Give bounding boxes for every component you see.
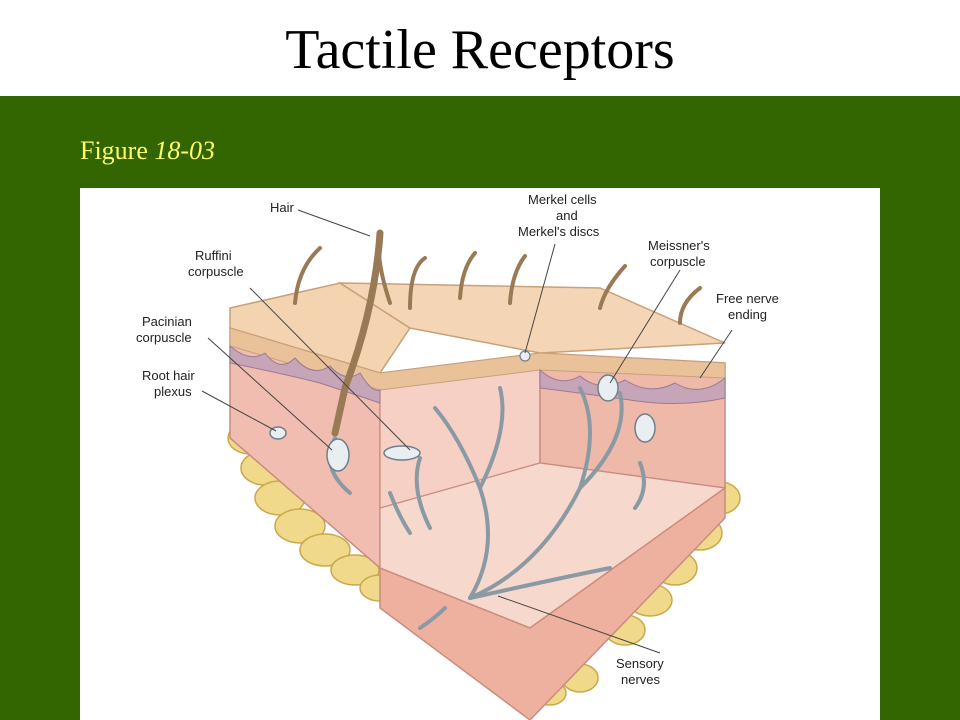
leader-lines <box>201 209 733 654</box>
hairs <box>293 231 702 325</box>
label-free-nerve-line2: ending <box>728 307 767 322</box>
dermis-front-face <box>379 486 726 720</box>
label-root-hair-line1: Root hair <box>142 368 195 383</box>
label-root-hair-line2: plexus <box>154 384 192 399</box>
label-hair: Hair <box>270 200 295 215</box>
label-ruffini-line2: corpuscle <box>188 264 244 279</box>
label-merkel-line3: Merkel's discs <box>518 224 600 239</box>
title-bar: Tactile Receptors <box>0 0 960 96</box>
epidermis-right-top <box>337 282 726 354</box>
meissner-corpuscle <box>597 374 619 402</box>
ruffini-corpuscle <box>383 445 421 461</box>
label-merkel-line1: Merkel cells <box>528 192 597 207</box>
figure-caption-prefix: Figure <box>80 136 148 165</box>
skin-illustration: Hair Ruffini corpuscle Pacinian corpuscl… <box>136 192 779 720</box>
pacinian-corpuscle <box>326 438 350 472</box>
hair-follicle <box>331 229 384 437</box>
label-pacinian-line1: Pacinian <box>142 314 192 329</box>
label-pacinian-line2: corpuscle <box>136 330 192 345</box>
label-meissner-line1: Meissner's <box>648 238 710 253</box>
figure-caption: Figure 18-03 <box>80 136 215 166</box>
epidermis-left-top <box>229 282 412 374</box>
skin-diagram: Hair Ruffini corpuscle Pacinian corpuscl… <box>80 188 880 720</box>
merkel-disc <box>519 350 531 362</box>
figure-caption-number: 18-03 <box>154 136 216 165</box>
slide-title: Tactile Receptors <box>285 19 675 81</box>
label-meissner-line2: corpuscle <box>650 254 706 269</box>
label-ruffini-line1: Ruffini <box>195 248 232 263</box>
label-free-nerve-line1: Free nerve <box>716 291 779 306</box>
meissner-corpuscle-2 <box>634 413 656 443</box>
label-merkel-line2: and <box>556 208 578 223</box>
label-sensory-line2: nerves <box>621 672 661 687</box>
label-sensory-line1: Sensory <box>616 656 664 671</box>
